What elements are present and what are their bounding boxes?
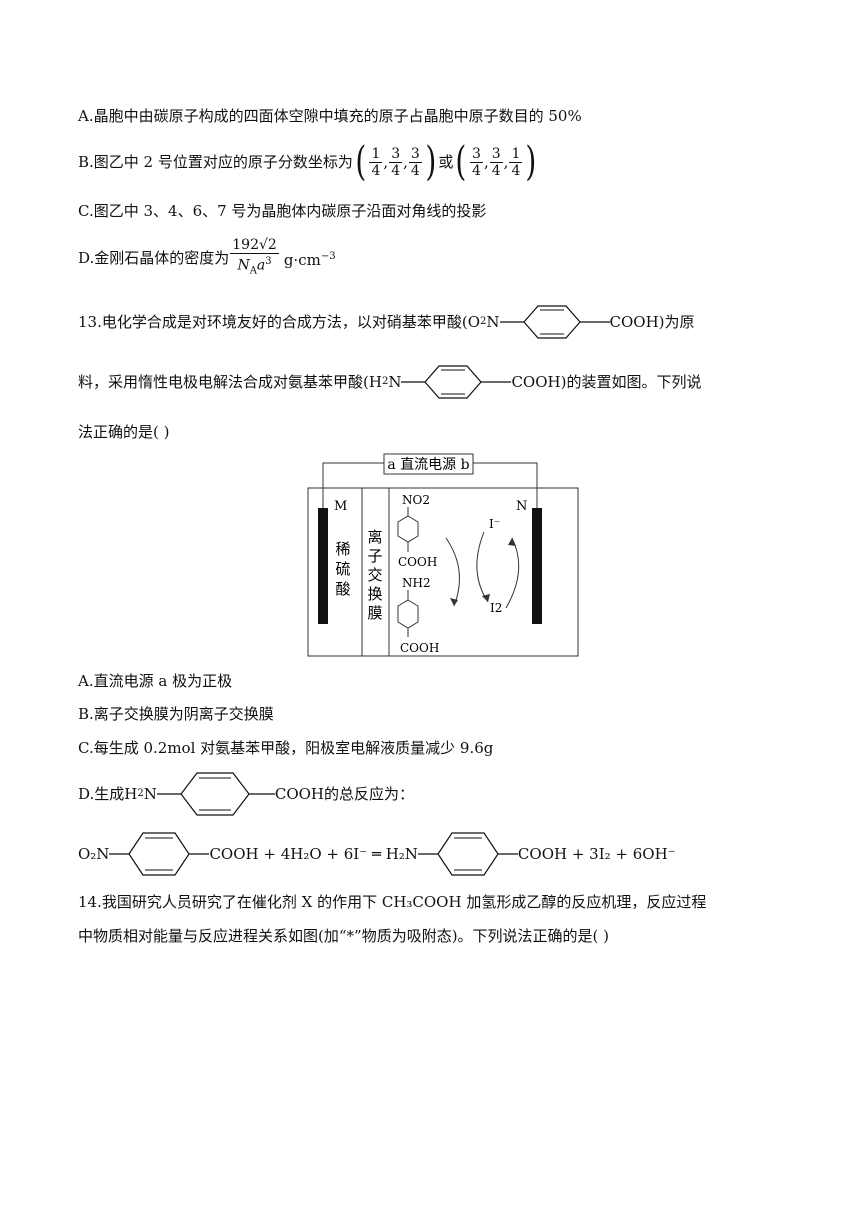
option-12d: D.金刚石晶体的密度为 192√2 NAa3 g·cm−3 <box>78 236 336 280</box>
nh2-label: NH2 <box>402 576 431 590</box>
no2-label: NO2 <box>402 493 430 507</box>
membrane-char-5: 膜 <box>367 604 382 622</box>
electrode-m <box>318 508 328 624</box>
iodine-label: I2 <box>490 601 502 615</box>
oxidation-arrow-icon <box>505 537 520 609</box>
overall-equation: O₂N COOH + 4H₂O + 6I⁻ ═ H₂N COOH + 3I₂ +… <box>78 830 676 878</box>
option-12b-text: B.图乙中 2 号位置对应的原子分数坐标为 <box>78 153 353 171</box>
option-12a: A.晶胞中由碳原子构成的四面体空隙中填充的原子占晶胞中原子数目的 50% <box>78 107 582 125</box>
density-numerator: 192√2 <box>230 236 279 254</box>
option-13b: B.离子交换膜为阴离子交换膜 <box>78 705 274 723</box>
iodide-label: I⁻ <box>489 517 500 531</box>
membrane-char-4: 换 <box>367 585 382 603</box>
reduction-arrow-icon <box>445 537 460 607</box>
acid-char-2: 硫 <box>335 560 350 578</box>
electrode-n <box>532 508 542 624</box>
option-13c: C.每生成 0.2mol 对氨基苯甲酸，阳极室电解液质量减少 9.6g <box>78 739 494 757</box>
cooh-top-label: COOH <box>398 555 437 569</box>
membrane-char-2: 子 <box>367 547 382 565</box>
density-denominator: NAa3 <box>237 255 272 277</box>
electrolysis-diagram: a 直流电源 b M N 稀 硫 酸 离 子 交 换 膜 NO2 COOH NH… <box>307 453 579 657</box>
option-13a: A.直流电源 a 极为正极 <box>78 672 233 690</box>
benzene-ring-icon <box>401 365 512 399</box>
power-source-label: a 直流电源 b <box>387 456 469 473</box>
q14-line1: 14.我国研究人员研究了在催化剂 X 的作用下 CH₃COOH 加氢形成乙醇的反… <box>78 893 707 911</box>
or-word: 或 <box>438 153 454 171</box>
option-12c: C.图乙中 3、4、6、7 号为晶胞体内碳原子沿面对角线的投影 <box>78 202 487 220</box>
membrane-char-1: 离 <box>367 528 382 546</box>
benzene-ring-icon <box>156 772 275 816</box>
benzene-ring-icon <box>109 832 210 876</box>
membrane-char-3: 交 <box>367 566 382 584</box>
density-unit: g·cm−3 <box>283 250 336 269</box>
acid-char-1: 稀 <box>335 540 350 558</box>
electrode-n-label: N <box>516 499 527 514</box>
cooh-bottom-label: COOH <box>400 641 439 655</box>
acid-char-3: 酸 <box>335 580 350 598</box>
q13-line3: 法正确的是( ) <box>78 423 170 441</box>
benzene-ring-icon <box>417 832 518 876</box>
option-12d-text: D.金刚石晶体的密度为 <box>78 249 230 267</box>
benzene-ring-icon <box>499 305 610 339</box>
q14-line2: 中物质相对能量与反应进程关系如图(加“*”物质为吸附态)。下列说法正确的是( ) <box>78 927 610 945</box>
electrode-m-label: M <box>334 499 347 514</box>
iodide-arrow-icon <box>476 531 489 603</box>
density-fraction: 192√2 NAa3 <box>230 237 279 279</box>
